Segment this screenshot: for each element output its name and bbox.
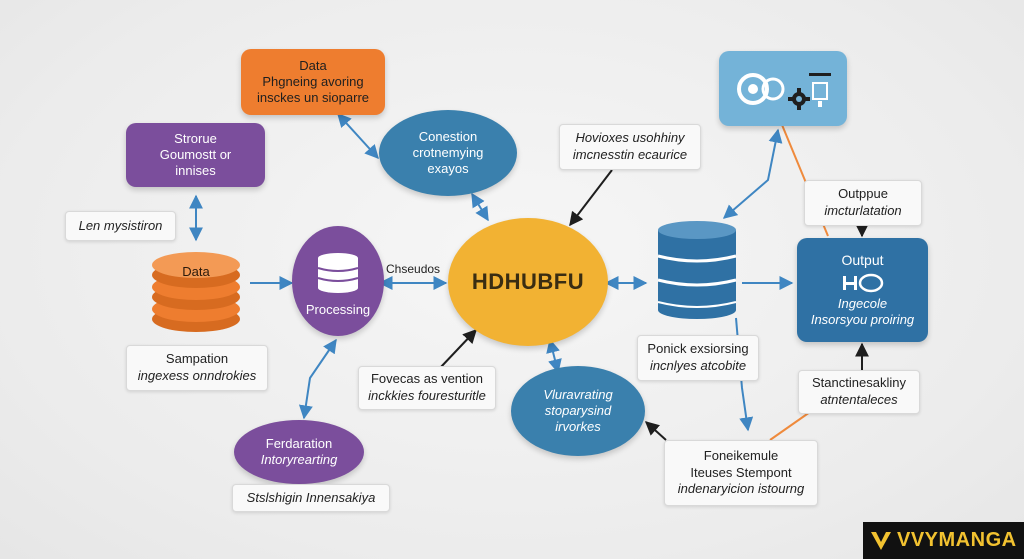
label-stslshigin: Stslshigin Innensakiya <box>232 484 390 512</box>
label-sampation-text: Sampation <box>165 351 229 367</box>
node-processing-label: Processing <box>305 301 371 317</box>
node-database[interactable] <box>656 220 738 320</box>
label-chseudos: Chseudos <box>386 262 440 276</box>
database-icon <box>657 221 737 319</box>
node-data-cylinder-label: Data <box>182 264 210 279</box>
label-ponick: Ponick exsiorsing incnlyes atcobite <box>637 335 759 381</box>
node-vluravrating-line: irvorkes <box>555 419 601 435</box>
node-vluravrating-line: stoparysind <box>544 402 612 418</box>
label-outppue-text: Outppue <box>838 186 888 202</box>
link-processing-ferdaration <box>298 338 337 420</box>
node-strorue-title: Strorue <box>174 130 217 146</box>
label-fovecas: Fovecas as vention inckkies fouresturitl… <box>358 366 496 410</box>
link-data-top-conestion <box>337 112 379 160</box>
label-fovecas-text: inckkies fouresturitle <box>368 388 486 403</box>
node-output-line: Insorsyou proiring <box>810 311 915 327</box>
label-fovecas-text: Fovecas as vention <box>370 371 483 387</box>
label-outppue: Outppue imcturlatation <box>804 180 922 226</box>
node-data-top[interactable]: Data Phgneing avoring insckes un sioparr… <box>241 49 385 115</box>
label-foneikemule-text: indenaryicion istourng <box>677 481 805 497</box>
node-conestion-title: Conestion <box>418 128 478 144</box>
label-stslshigin-text: Stslshigin Innensakiya <box>246 489 376 505</box>
brand-text: VVYMANGA <box>897 529 1017 551</box>
brand-watermark: VVYMANGA <box>863 522 1024 559</box>
node-data-top-title: Data <box>299 57 327 73</box>
node-strorue-line: Goumostt or <box>159 146 232 162</box>
label-outppue-text: imcturlatation <box>824 203 902 218</box>
label-hovioxes: Hovioxes usohhiny imcnesstin ecaurice <box>559 124 701 170</box>
node-data-cylinder[interactable]: Data <box>152 252 240 334</box>
label-sampation-text: ingexess onndrokies <box>137 368 257 383</box>
chat-bubble-icon <box>842 273 883 292</box>
node-conestion-line: exayos <box>427 161 469 177</box>
label-ponick-text: Ponick exsiorsing <box>647 341 749 357</box>
label-hovioxes-text: Hovioxes usohhiny <box>575 130 685 146</box>
node-output-title: Output <box>841 252 884 268</box>
node-strorue-line: innises <box>175 163 216 179</box>
label-len-text: Len mysistiron <box>78 217 163 233</box>
label-stanct: Stanctinesakliny atntentaleces <box>798 370 920 414</box>
label-stanct-text: atntentaleces <box>820 392 898 407</box>
link-foneikemule-vluna <box>644 421 667 441</box>
gears-icon <box>737 72 831 110</box>
database-icon <box>317 252 359 293</box>
cylinder-top <box>152 252 240 278</box>
node-conestion[interactable]: Conestion crotnemying exayos <box>379 110 517 196</box>
link-hovioxes-hub <box>569 169 613 227</box>
node-output[interactable]: Output Ingecole Insorsyou proiring <box>797 238 928 342</box>
link-database-gears <box>722 128 783 219</box>
node-ferdaration[interactable]: Ferdaration Intoryrearting <box>234 420 364 484</box>
node-data-top-line: insckes un sioparre <box>257 90 369 106</box>
node-ferdaration-line: Intoryrearting <box>260 452 338 467</box>
label-hovioxes-text: imcnesstin ecaurice <box>572 147 688 162</box>
label-foneikemule-text: Iteuses Stempont <box>690 464 792 480</box>
label-sampation: Sampation ingexess onndrokies <box>126 345 268 391</box>
label-foneikemule: Foneikemule Iteuses Stempont indenaryici… <box>664 440 818 506</box>
node-gears[interactable] <box>719 51 847 126</box>
node-processing[interactable]: Processing <box>292 226 384 336</box>
node-data-top-line: Phgneing avoring <box>262 73 364 89</box>
link-fovecas-hub <box>439 328 477 369</box>
link-conestion-hub <box>471 192 489 222</box>
link-hub-vluna <box>546 338 562 374</box>
node-vluravrating[interactable]: Vluravrating stoparysind irvorkes <box>511 366 645 456</box>
label-stanct-text: Stanctinesakliny <box>812 375 906 391</box>
node-conestion-line: crotnemying <box>412 144 484 160</box>
node-ferdaration-title: Ferdaration <box>265 435 333 451</box>
label-len: Len mysistiron <box>65 211 176 241</box>
node-strorue[interactable]: Strorue Goumostt or innises <box>126 123 265 187</box>
link-output-foneikemule-orange <box>769 411 811 441</box>
label-foneikemule-text: Foneikemule <box>703 447 779 463</box>
brand-logo-icon <box>871 531 891 550</box>
label-ponick-text: incnlyes atcobite <box>649 358 747 373</box>
node-vluravrating-title: Vluravrating <box>543 386 613 402</box>
node-hub[interactable]: HDHUBFU <box>448 218 608 346</box>
node-output-line: Ingecole <box>837 295 888 311</box>
node-hub-label: HDHUBFU <box>471 269 585 295</box>
label-chseudos-text: Chseudos <box>386 262 441 276</box>
